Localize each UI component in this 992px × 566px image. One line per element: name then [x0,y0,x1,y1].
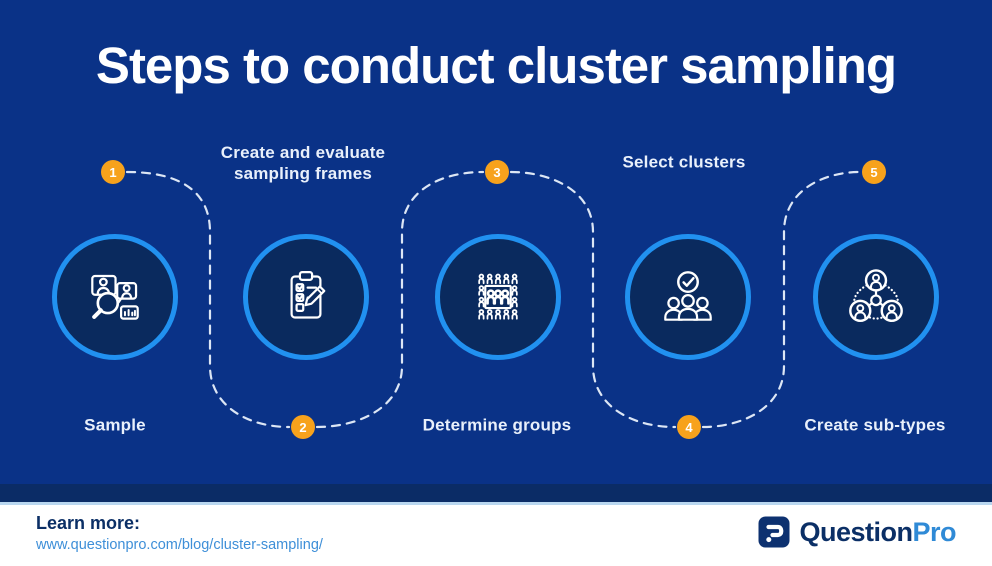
step-2-label: Create and evaluate sampling frames [220,142,386,183]
brand-name-question: Question [799,516,913,547]
people-grid-selection-icon [478,273,518,320]
people-search-magnifier-icon [91,274,139,320]
clipboard-checklist-pencil-icon [290,270,326,319]
step-4-number: 4 [685,419,693,435]
step-2-circle [243,234,369,360]
step-2-number-badge: 2 [291,415,315,439]
questionpro-question-mark-icon [758,516,790,548]
footer-divider-bar [0,484,992,502]
step-5-label: Create sub-types [804,415,946,435]
learn-more-block: Learn more: www.questionpro.com/blog/clu… [36,513,323,553]
group-checkmark-icon [664,271,712,321]
step-4-circle [625,234,751,360]
step-1-number-badge: 1 [101,160,125,184]
step-3-circle [435,234,561,360]
step-5-circle [813,234,939,360]
questionpro-logo[interactable]: QuestionPro [758,516,956,548]
step-2-number: 2 [299,419,307,435]
page-title: Steps to conduct cluster sampling [95,37,897,94]
step-1-label: Sample [84,415,146,435]
step-4-number-badge: 4 [677,415,701,439]
people-network-subtypes-icon [849,269,903,323]
step-1-number: 1 [109,164,117,180]
step-5-number-badge: 5 [862,160,886,184]
step-3-number: 3 [493,164,501,180]
step-4-label: Select clusters [622,152,746,172]
step-1-circle [52,234,178,360]
step-5-number: 5 [870,164,878,180]
step-3-label: Determine groups [422,415,572,435]
brand-name-pro: Pro [912,516,956,547]
brand-name: QuestionPro [799,517,956,548]
learn-more-label: Learn more: [36,513,141,533]
footer: Learn more: www.questionpro.com/blog/clu… [0,502,992,566]
blog-url-link[interactable]: www.questionpro.com/blog/cluster-samplin… [36,537,323,553]
step-3-number-badge: 3 [485,160,509,184]
